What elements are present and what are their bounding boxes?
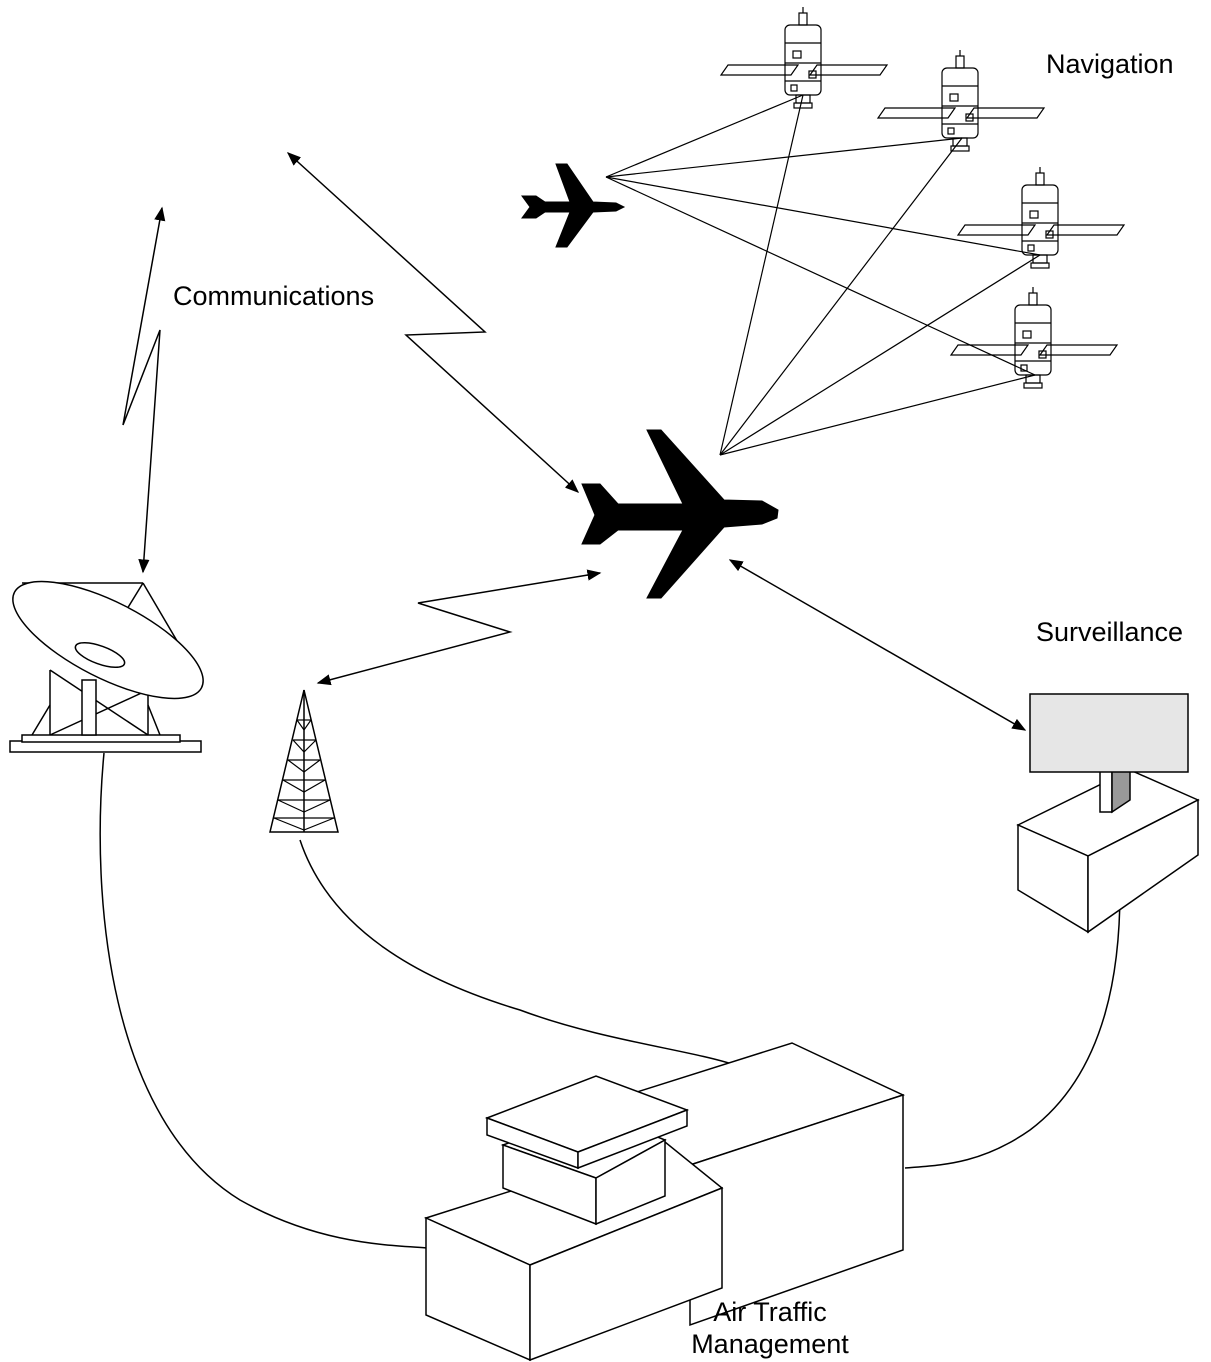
atm-label: Air Traffic Management xyxy=(660,1296,880,1361)
radio-tower-icon xyxy=(269,689,339,833)
radar-station-icon xyxy=(1016,693,1200,934)
main-aircraft-icon xyxy=(581,429,779,599)
atm-label-line2: Management xyxy=(691,1329,849,1360)
navigation-label: Navigation xyxy=(1046,49,1174,79)
ground-cables xyxy=(99,752,1121,1249)
satellite-icon xyxy=(720,6,888,109)
satellite-icon xyxy=(950,286,1118,389)
navigation-links xyxy=(605,94,1041,456)
surveillance-label: Surveillance xyxy=(1036,617,1184,647)
communications-label: Communications xyxy=(173,281,375,311)
atm-label-line1: Air Traffic xyxy=(713,1297,827,1327)
communications-links xyxy=(122,152,1027,731)
satellite-icon xyxy=(877,49,1045,152)
atm-building-icon xyxy=(423,1042,906,1362)
satellite-icon xyxy=(957,166,1125,269)
satellite-dish-icon xyxy=(9,580,204,753)
